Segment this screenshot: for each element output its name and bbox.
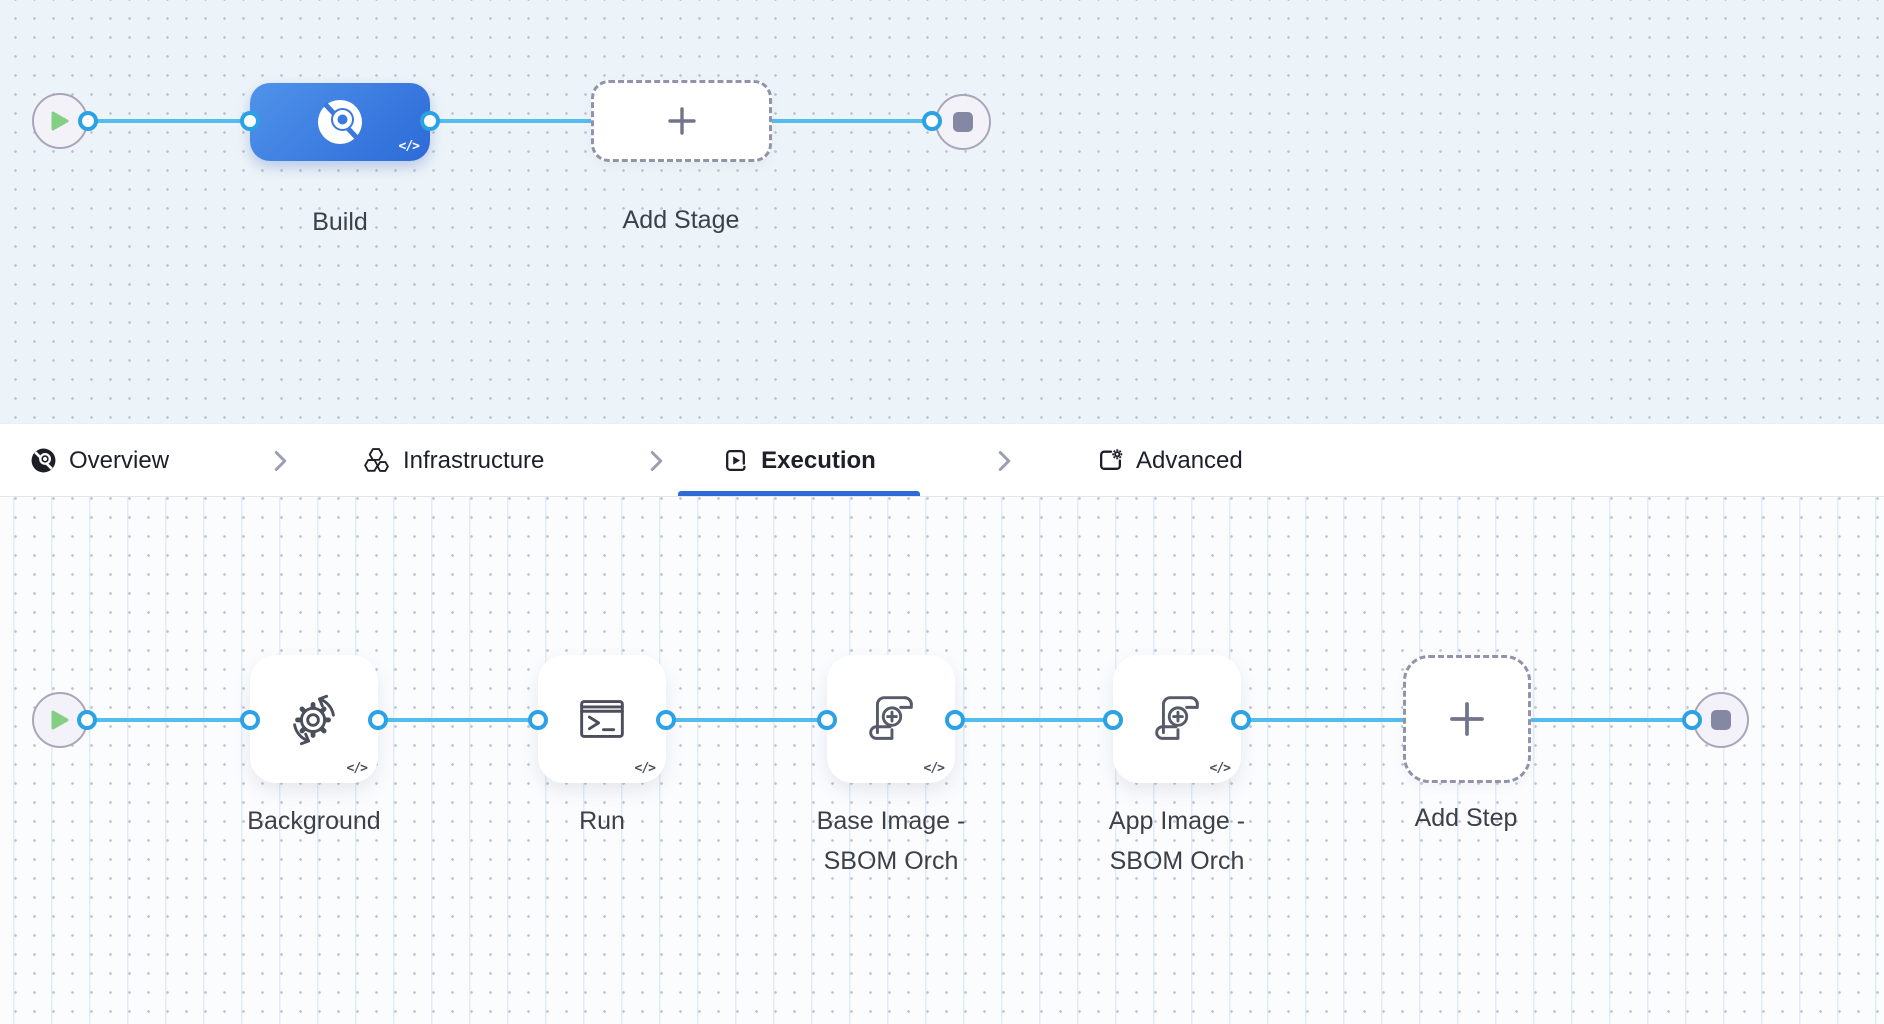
connector-port[interactable]	[528, 710, 548, 730]
stage-node-build[interactable]: </>	[250, 83, 430, 161]
step-label-base-image-sbom-orch: Base Image - SBOM Orch	[816, 807, 966, 875]
step-node-run[interactable]: </>	[538, 655, 666, 783]
connector-port[interactable]	[1231, 710, 1251, 730]
stop-icon	[1711, 710, 1731, 730]
terminal-icon	[580, 700, 624, 738]
plus-icon	[667, 107, 696, 135]
chevron-right-icon	[272, 424, 289, 497]
add-step-label: Add Step	[1414, 804, 1518, 832]
connector-port[interactable]	[1103, 710, 1123, 730]
tab-overview[interactable]: Overview	[30, 424, 169, 497]
connector-port[interactable]	[420, 111, 440, 131]
execution-icon	[726, 450, 746, 471]
tab-label: Advanced	[1136, 446, 1243, 474]
code-icon: </>	[634, 761, 657, 776]
active-tab-underline	[678, 491, 920, 496]
connector-port[interactable]	[1682, 710, 1702, 730]
add-stage-label: Add Stage	[622, 206, 740, 234]
execution-canvas[interactable]: </> </> </>	[0, 497, 1884, 1024]
tab-execution[interactable]: Execution	[678, 424, 920, 497]
connector-line	[88, 119, 932, 123]
step-label-run: Run	[579, 807, 625, 835]
overview-icon	[31, 448, 56, 473]
code-icon: </>	[346, 761, 369, 776]
ci-module-icon	[318, 100, 362, 144]
connector-port[interactable]	[368, 710, 388, 730]
play-icon	[51, 111, 69, 131]
tab-label: Infrastructure	[403, 446, 545, 474]
tab-advanced[interactable]: Advanced	[1097, 424, 1243, 497]
step-node-app-image-sbom-orch[interactable]: </>	[1113, 655, 1241, 783]
add-step-button[interactable]	[1403, 655, 1531, 783]
infrastructure-icon	[364, 448, 389, 472]
step-node-background[interactable]: </>	[250, 655, 378, 783]
tab-label: Overview	[69, 446, 170, 474]
code-icon: </>	[1209, 761, 1232, 776]
connector-port[interactable]	[656, 710, 676, 730]
tab-label: Execution	[761, 446, 876, 474]
execution-start-node[interactable]	[32, 692, 88, 748]
code-icon: </>	[398, 139, 421, 154]
sbom-scroll-icon	[869, 696, 913, 740]
stage-canvas[interactable]: </> Build Add Stage	[0, 0, 1884, 423]
execution-end-node[interactable]	[1693, 692, 1749, 748]
plus-icon	[1450, 702, 1484, 736]
connector-port[interactable]	[240, 111, 260, 131]
connector-port[interactable]	[817, 710, 837, 730]
advanced-icon	[1100, 449, 1123, 470]
connector-port[interactable]	[240, 710, 260, 730]
pipeline-end-node[interactable]	[935, 94, 991, 150]
stage-tab-nav: Overview Infrastructure Execution	[0, 423, 1884, 497]
stop-icon	[953, 112, 973, 132]
add-stage-button[interactable]	[591, 80, 772, 162]
tab-infrastructure[interactable]: Infrastructure	[362, 424, 544, 497]
play-icon	[51, 710, 69, 730]
step-label-app-image-sbom-orch: App Image - SBOM Orch	[1108, 807, 1246, 875]
connector-port[interactable]	[78, 111, 98, 131]
stage-label-build: Build	[312, 208, 368, 236]
connector-port[interactable]	[945, 710, 965, 730]
background-service-icon	[293, 694, 335, 746]
code-icon: </>	[923, 761, 946, 776]
connector-port[interactable]	[77, 710, 97, 730]
connector-port[interactable]	[922, 111, 942, 131]
step-label-background: Background	[247, 807, 381, 835]
sbom-scroll-icon	[1155, 696, 1199, 740]
chevron-right-icon	[648, 424, 665, 497]
chevron-right-icon	[996, 424, 1013, 497]
step-node-base-image-sbom-orch[interactable]: </>	[827, 655, 955, 783]
